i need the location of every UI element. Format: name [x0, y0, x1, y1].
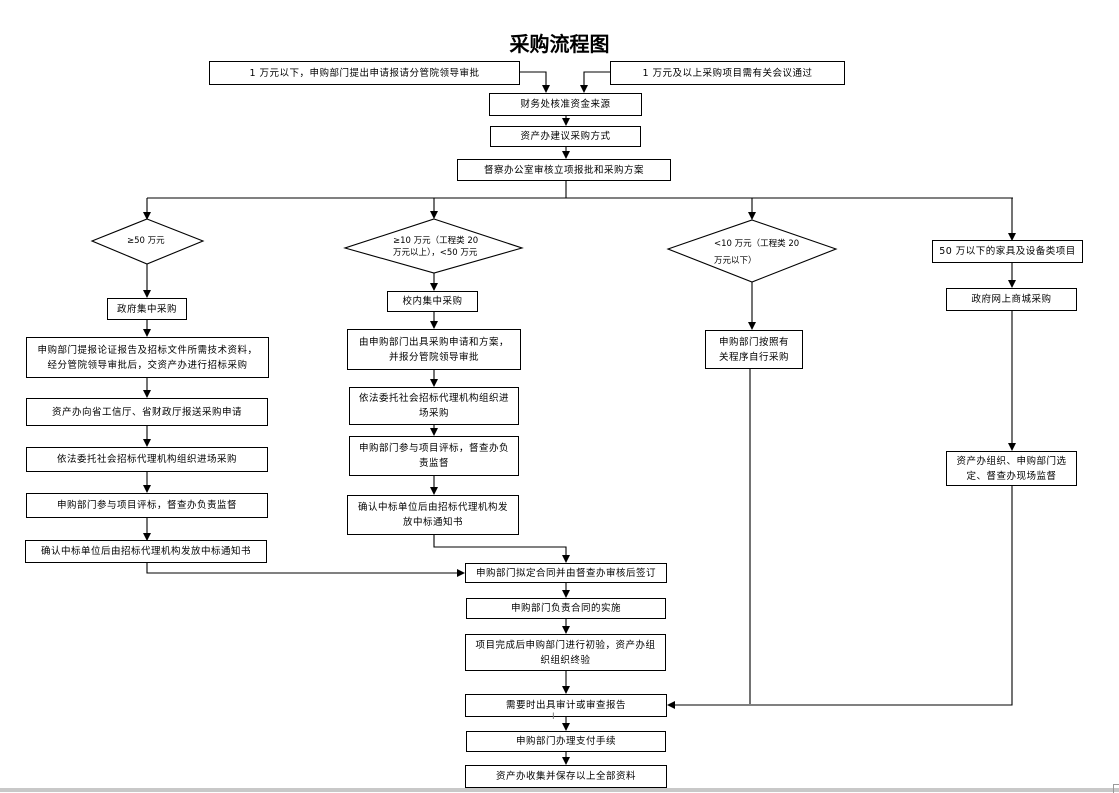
final-step-audit-report: 需要时出具审计或审查报告	[465, 694, 667, 717]
final-step-payment: 申购部门办理支付手续	[466, 731, 666, 752]
step-asset-office-suggest: 资产办建议采购方式	[490, 126, 641, 147]
left-condition-box: 1 万元以下，申购部门提出申请报请分管院领导审批	[209, 61, 520, 85]
final-step-archive: 资产办收集并保存以上全部资料	[465, 765, 667, 788]
b1-step-5: 确认中标单位后由招标代理机构发放中标通知书	[25, 540, 267, 563]
b4-method-box: 政府网上商城采购	[946, 288, 1077, 311]
b4-step-1: 资产办组织、申购部门选定、督查办现场监督	[946, 451, 1077, 486]
b2-step-1: 由申购部门出具采购申请和方案，并报分管院领导审批	[347, 329, 521, 370]
b2-method-box: 校内集中采购	[387, 291, 478, 312]
b4-condition-box: 50 万以下的家具及设备类项目	[932, 240, 1083, 263]
decision-diamond-b1	[90, 218, 205, 265]
b3-step-1: 申购部门按照有关程序自行采购	[705, 330, 803, 369]
stray-mark: I	[552, 712, 555, 722]
decision-diamond-b3	[666, 219, 838, 283]
b2-step-3: 申购部门参与项目评标，督查办负责监督	[349, 436, 519, 476]
connector-b1-to-final	[146, 563, 465, 577]
connector-b4-to-report	[667, 486, 1013, 709]
b3-condition-line2: 万元以下）	[714, 256, 757, 266]
b2-condition-line2: 万元以上），<50 万元	[393, 248, 478, 258]
b1-step-4: 申购部门参与项目评标，督查办负责监督	[26, 493, 268, 518]
connector-b2-to-final	[433, 535, 570, 563]
b1-step-3: 依法委托社会招标代理机构组织进场采购	[26, 447, 268, 472]
connector-left-condition	[520, 71, 550, 93]
final-step-implement: 申购部门负责合同的实施	[466, 598, 666, 619]
b2-condition-line1: ≥10 万元（工程类 20	[393, 236, 479, 246]
page-bottom-edge	[0, 788, 1119, 792]
right-condition-box: 1 万元及以上采购项目需有关会议通过	[610, 61, 845, 85]
step-finance-verify: 财务处核准资金来源	[489, 93, 642, 116]
b1-step-2: 资产办向省工信厅、省财政厅报送采购申请	[26, 398, 268, 426]
final-step-acceptance: 项目完成后申购部门进行初验，资产办组织组织终验	[465, 634, 666, 671]
decision-diamond-b2	[343, 218, 524, 274]
connector-right-condition	[580, 71, 610, 93]
b2-step-4: 确认中标单位后由招标代理机构发放中标通知书	[347, 495, 519, 535]
b1-step-1: 申购部门提报论证报告及招标文件所需技术资料，经分管院领导审批后，交资产办进行招标…	[26, 337, 269, 378]
b2-step-2: 依法委托社会招标代理机构组织进场采购	[349, 387, 519, 425]
step-supervision-review: 督察办公室审核立项报批和采购方案	[457, 159, 671, 181]
b3-condition-line1: <10 万元（工程类 20	[714, 239, 800, 249]
page-corner-marker	[1113, 784, 1119, 793]
b1-condition-text: ≥50 万元	[127, 236, 165, 246]
b1-method-box: 政府集中采购	[107, 298, 187, 320]
final-step-contract: 申购部门拟定合同并由督查办审核后签订	[465, 563, 667, 583]
page-title: 采购流程图	[509, 32, 610, 56]
